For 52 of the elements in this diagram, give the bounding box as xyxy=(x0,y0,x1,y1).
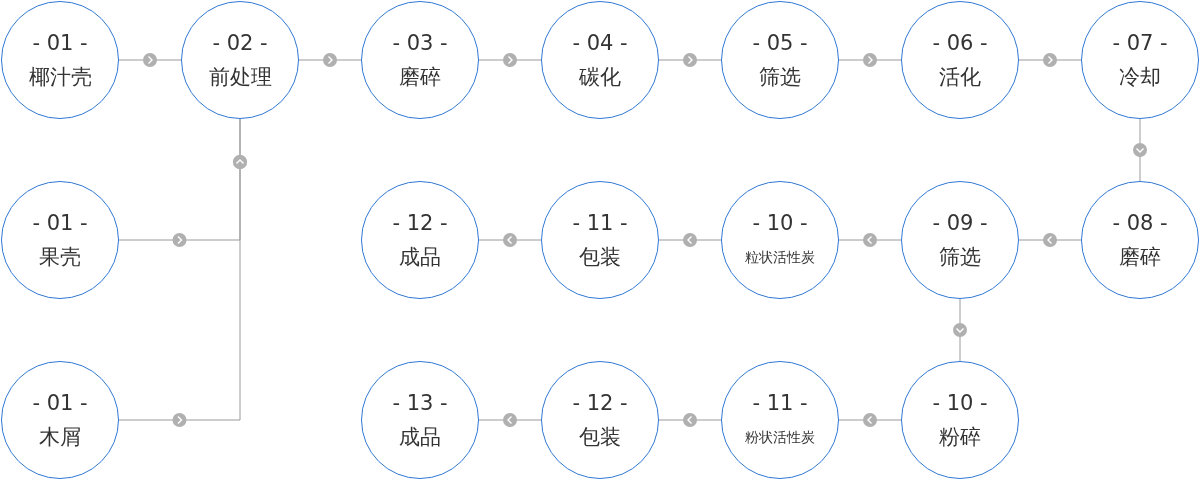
step-label: 果壳 xyxy=(39,244,81,270)
step-label: 前处理 xyxy=(208,64,272,90)
step-number: - 12 - xyxy=(572,390,628,416)
step-number: - 02 - xyxy=(212,30,268,56)
step-label: 碳化 xyxy=(579,64,621,90)
step-label: 成品 xyxy=(399,244,441,270)
step-number: - 04 - xyxy=(572,30,628,56)
arrow xyxy=(658,413,722,427)
arrow xyxy=(478,53,542,67)
step-number: - 03 - xyxy=(392,30,448,56)
arrow xyxy=(298,53,362,67)
step-number: - 07 - xyxy=(1112,30,1168,56)
step-number: - 01 - xyxy=(32,210,88,236)
step-number: - 06 - xyxy=(932,30,988,56)
step-number: - 01 - xyxy=(32,390,88,416)
step-label: 粒状活性炭 xyxy=(745,248,815,267)
arrow xyxy=(658,233,722,247)
step-label: 包装 xyxy=(579,424,621,450)
arrow xyxy=(953,298,967,362)
step-label: 粉碎 xyxy=(939,424,981,450)
step-number: - 05 - xyxy=(752,30,808,56)
step-label: 成品 xyxy=(399,424,441,450)
step-number: - 10 - xyxy=(752,210,808,236)
step-label: 筛选 xyxy=(939,244,981,270)
step-label: 粉状活性炭 xyxy=(745,428,815,447)
arrow xyxy=(838,413,902,427)
step-number: - 08 - xyxy=(1112,210,1168,236)
step-label: 磨碎 xyxy=(399,64,441,90)
step-label: 椰汁壳 xyxy=(28,64,92,90)
step-label: 包装 xyxy=(579,244,621,270)
step-number: - 12 - xyxy=(392,210,448,236)
step-number: - 01 - xyxy=(32,30,88,56)
step-label: 筛选 xyxy=(759,64,801,90)
step-label: 木屑 xyxy=(39,424,81,450)
step-label: 冷却 xyxy=(1119,64,1161,90)
step-label: 磨碎 xyxy=(1119,244,1161,270)
step-number: - 10 - xyxy=(932,390,988,416)
step-number: - 09 - xyxy=(932,210,988,236)
arrow xyxy=(1133,118,1147,182)
arrow xyxy=(118,118,247,427)
arrow xyxy=(838,233,902,247)
arrow xyxy=(478,413,542,427)
arrow xyxy=(838,53,902,67)
arrow xyxy=(1018,233,1082,247)
arrow xyxy=(1018,53,1082,67)
arrow xyxy=(658,53,722,67)
arrow xyxy=(478,233,542,247)
step-label: 活化 xyxy=(939,64,981,90)
step-number: - 13 - xyxy=(392,390,448,416)
step-number: - 11 - xyxy=(572,210,628,236)
arrow xyxy=(118,53,182,67)
step-number: - 11 - xyxy=(752,390,808,416)
